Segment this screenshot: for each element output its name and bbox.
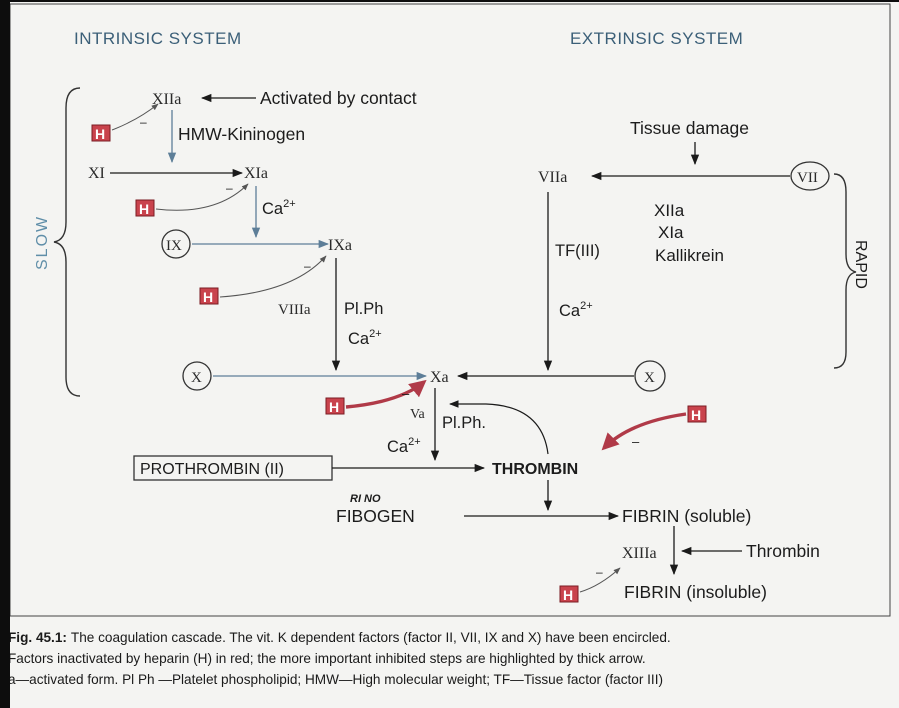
figure-paper: INTRINSIC SYSTEM EXTRINSIC SYSTEM SLOW R…: [10, 2, 899, 708]
caption-line-1: Fig. 45.1:The coagulation cascade. The v…: [10, 630, 671, 645]
rapid-brace: [833, 173, 857, 369]
hmw-kininogen-label: HMW-Kininogen: [178, 124, 305, 144]
fibrin-insoluble-label: FIBRIN (insoluble): [624, 582, 767, 602]
fibrin-soluble-label: FIBRIN (soluble): [622, 506, 751, 526]
factor-vii-label: VII: [797, 170, 818, 186]
tissue-factor-label: TF(III): [555, 242, 600, 260]
factor-xia-label: XIa: [244, 165, 268, 182]
fibrinogen-label: FIBOGEN: [336, 506, 415, 526]
thrombin-activator-label: Thrombin: [746, 541, 820, 561]
handwritten-note: RI NO: [350, 493, 381, 505]
minus-sign-1: –: [140, 115, 147, 129]
heparin-box-4: H: [325, 397, 345, 415]
tissue-damage-label: Tissue damage: [630, 118, 749, 138]
activated-by-contact-label: Activated by contact: [260, 88, 417, 108]
factor-x-extrinsic-circle: [634, 360, 666, 392]
heparin-box-3: H: [199, 287, 219, 305]
heparin-inhibit-arrow-2: [155, 183, 249, 211]
factor-xiiia-label: XIIIa: [622, 545, 657, 562]
minus-sign-3: –: [304, 259, 311, 273]
svg-text:H: H: [563, 587, 573, 603]
minus-sign-6: –: [596, 565, 603, 579]
svg-text:H: H: [95, 126, 105, 142]
figure-frame: [10, 3, 891, 617]
caption-line-2: Factors inactivated by heparin (H) in re…: [10, 651, 646, 666]
svg-text:H: H: [203, 289, 213, 305]
ca-label-2: Ca2+: [348, 328, 382, 348]
factor-x-extrinsic-label: X: [644, 370, 655, 386]
svg-text:H: H: [139, 201, 149, 217]
minus-sign-4: –: [402, 386, 410, 401]
platelet-phospholipid-label-1: Pl.Ph: [344, 300, 383, 318]
intrinsic-system-header: INTRINSIC SYSTEM: [74, 29, 242, 48]
xiia-activator-label: XIIa: [654, 201, 685, 220]
extrinsic-system-header: EXTRINSIC SYSTEM: [570, 29, 743, 48]
heparin-box-2: H: [135, 199, 155, 217]
factor-xa-label: Xa: [430, 369, 449, 386]
minus-sign-5: –: [632, 434, 640, 449]
factor-ixa-label: IXa: [328, 237, 352, 254]
ca-label-4: Ca2+: [387, 436, 421, 456]
coagulation-cascade-diagram: INTRINSIC SYSTEM EXTRINSIC SYSTEM SLOW R…: [10, 3, 891, 687]
heparin-thick-arrow-xa: [345, 379, 427, 409]
heparin-box-5: H: [687, 405, 707, 423]
slow-brace: [53, 87, 81, 397]
factor-viia-label: VIIa: [538, 169, 567, 186]
minus-sign-2: –: [226, 181, 233, 195]
factor-ix-circle: [161, 229, 191, 259]
factor-x-intrinsic-circle: [182, 361, 212, 391]
factor-viiia-label: VIIIa: [278, 302, 311, 318]
heparin-box-1: H: [91, 124, 111, 142]
heparin-box-6: H: [559, 585, 579, 603]
factor-xi-label: XI: [88, 165, 105, 182]
prothrombin-label: PROTHROMBIN (II): [140, 461, 284, 478]
svg-text:H: H: [691, 407, 701, 423]
xia-activator-label: XIa: [658, 223, 684, 242]
platelet-phospholipid-label-2: Pl.Ph.: [442, 414, 486, 432]
factor-xiia-label: XIIa: [152, 91, 181, 108]
thrombin-feedback-arrow: [449, 400, 549, 455]
heparin-inhibit-arrow-6: [579, 567, 621, 593]
ca-label-3: Ca2+: [559, 300, 593, 320]
factor-x-intrinsic-label: X: [191, 370, 202, 386]
factor-ix-label: IX: [166, 238, 182, 254]
factor-vii-circle: [790, 161, 830, 191]
factor-va-label: Va: [410, 407, 426, 422]
heparin-thick-arrow-thrombin: [601, 412, 687, 451]
thrombin-label: THROMBIN: [492, 461, 578, 478]
ca-label-1: Ca2+: [262, 198, 296, 218]
rapid-label: RAPID: [852, 240, 869, 289]
svg-text:H: H: [329, 399, 339, 415]
caption-line-3: a—activated form. Pl Ph —Platelet phosph…: [10, 672, 663, 687]
slow-label: SLOW: [34, 215, 51, 270]
kallikrein-label: Kallikrein: [655, 246, 724, 265]
heparin-inhibit-arrow-3: [219, 255, 327, 298]
heparin-inhibit-arrow-1: [111, 103, 159, 131]
